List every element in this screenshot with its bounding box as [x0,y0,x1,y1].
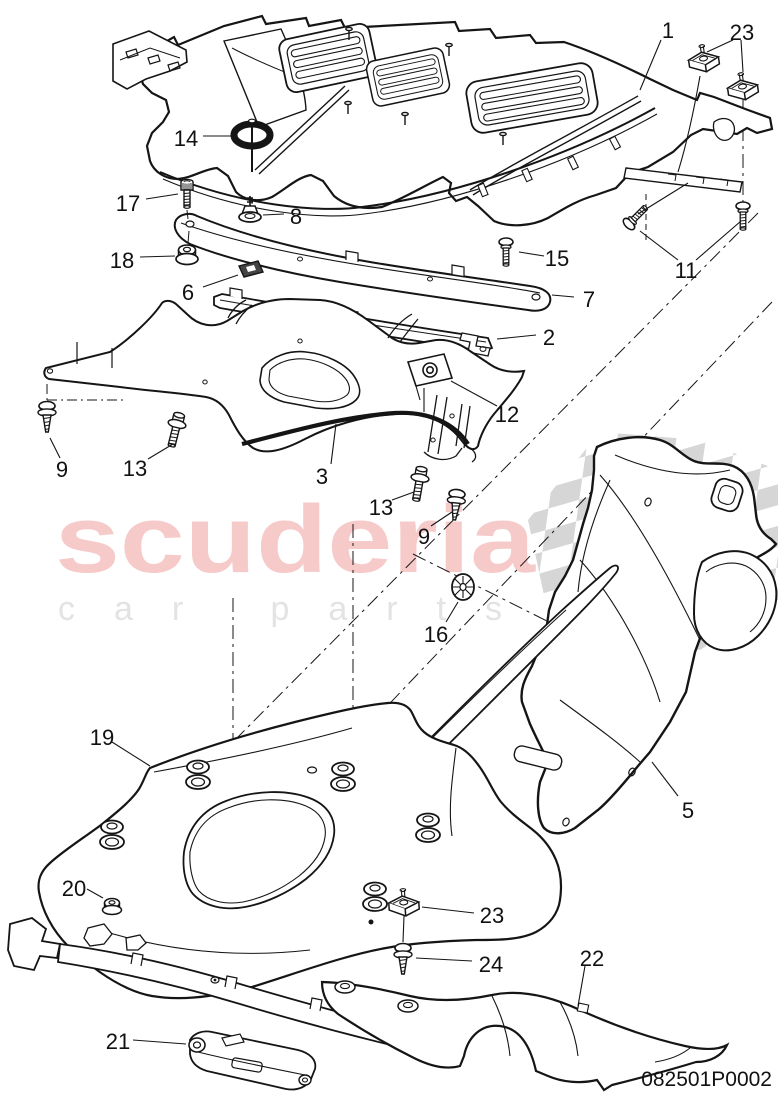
nut-18 [175,244,199,266]
callout-20: 20 [62,876,86,901]
callout-11: 11 [675,258,698,283]
callout-12: 12 [495,402,519,427]
drawing-number: 082501P0002 [641,1068,772,1091]
bolt-13a [161,409,190,450]
washer-16 [451,573,475,601]
callout-15: 15 [545,246,569,271]
part-7-support-bar [173,209,552,312]
part-19-floor-covering [37,701,563,1000]
screw-15 [498,237,514,267]
sill-strip [7,917,460,1062]
screw-24 [393,942,413,975]
grommet-20 [101,897,123,916]
callout-14: 14 [174,126,198,151]
clip-nut-23a [685,41,721,75]
part-22-rear-underbody-trim [320,980,730,1092]
fasteners [37,41,760,975]
part-1-engine-undertray [112,14,774,227]
callout-21: 21 [106,1029,130,1054]
callout-5: 5 [682,798,694,823]
part-21-bracket-plate [188,1030,317,1091]
leader-lines [49,39,744,1045]
screw-9a [37,400,57,433]
callout-9a: 9 [56,457,68,482]
bolt-17 [180,178,194,210]
callout-8: 8 [290,204,302,229]
callout-23t: 23 [730,20,754,45]
clip-12 [406,353,454,412]
vent-grille-1 [278,22,378,94]
callout-9b: 9 [418,524,430,549]
vent-grille-2 [365,47,451,107]
clip-6 [238,260,264,278]
plug-8 [238,196,262,223]
callout-23b: 23 [480,903,504,928]
callout-19: 19 [90,725,114,750]
callout-2: 2 [543,325,555,350]
screw-11b [735,201,751,231]
screw-11a [620,201,652,233]
grommet-14 [230,118,274,172]
callout-6: 6 [182,280,194,305]
vent-grille-3 [465,62,599,134]
callout-22: 22 [580,946,604,971]
callout-3: 3 [316,464,328,489]
clip-nut-23b [724,69,760,103]
callout-labels: 1 23 14 17 8 18 6 15 7 11 2 12 3 9 13 13… [56,18,754,1054]
part-3-front-underbody-panel [43,297,526,463]
callout-18: 18 [110,248,134,273]
callout-13b: 13 [369,495,393,520]
callout-24: 24 [479,952,503,977]
part-5-heat-shield [513,435,778,835]
callout-13a: 13 [123,456,147,481]
callout-7: 7 [583,287,595,312]
callout-17: 17 [116,191,140,216]
callout-1: 1 [662,18,674,43]
callout-16: 16 [424,622,448,647]
